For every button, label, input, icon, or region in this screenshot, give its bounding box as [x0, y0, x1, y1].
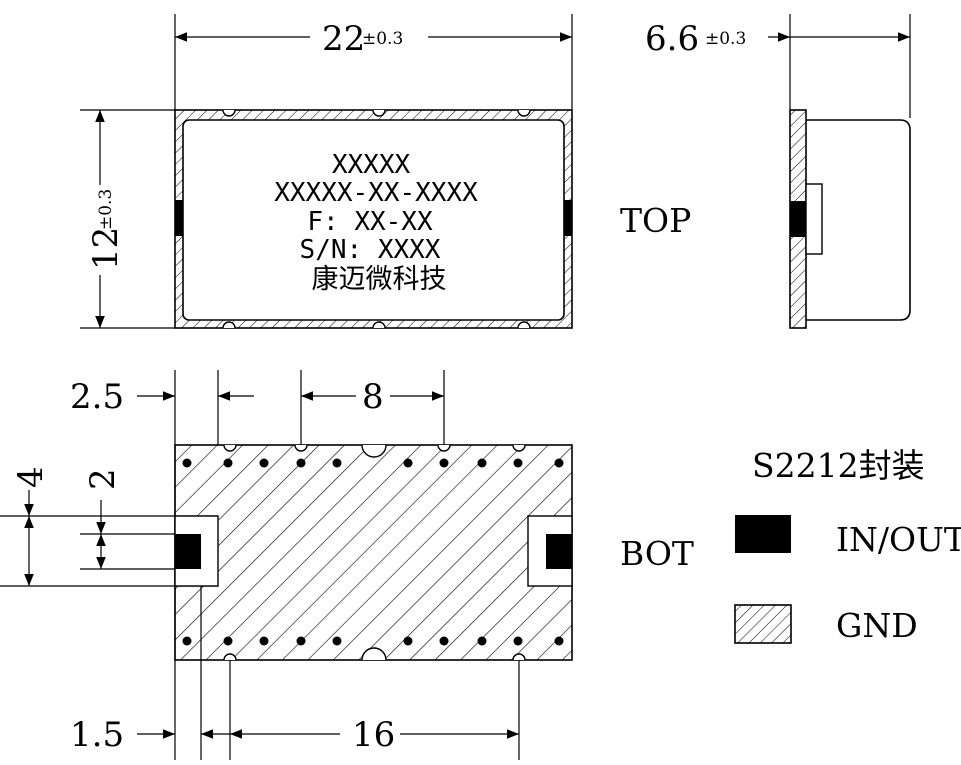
top-pad-left — [175, 200, 183, 236]
via-dot — [223, 636, 233, 646]
via-dot — [477, 458, 487, 468]
legend-label-inout: IN/OUT — [836, 520, 961, 559]
via-dot — [182, 458, 192, 468]
dim-via-pitch: 8 — [362, 377, 384, 417]
bottom-pad-right — [546, 534, 572, 569]
via-dot — [182, 636, 192, 646]
side-tab — [805, 183, 823, 255]
dim-pad: 2 — [83, 468, 123, 490]
side-thickness-dimension: 6.6 ±0.3 — [645, 19, 746, 59]
top-edge-notches — [222, 109, 531, 329]
top-view-label: TOP — [620, 201, 691, 240]
legend-swatch-gnd — [734, 604, 792, 644]
svg-text:XXXXX-XX-XXXX: XXXXX-XX-XXXX — [274, 178, 478, 208]
via-dot — [554, 458, 564, 468]
bottom-edge-notches — [223, 444, 526, 661]
via-dot — [513, 636, 523, 646]
dim-window: 4 — [11, 466, 51, 488]
legend: S2212封装 IN/OUT GND — [734, 446, 961, 645]
via-dot — [403, 636, 413, 646]
svg-text:XXXXX: XXXXX — [332, 150, 411, 180]
top-width-dimension: 22 ±0.3 — [322, 19, 403, 59]
svg-text:F: XX-XX: F: XX-XX — [307, 207, 433, 237]
dim-offset: 1.5 — [70, 715, 124, 755]
dim-edge-pad: 2.5 — [70, 377, 124, 417]
via-dot — [403, 458, 413, 468]
svg-text:S/N: XXXX: S/N: XXXX — [300, 235, 441, 265]
svg-text:±0.3: ±0.3 — [96, 189, 116, 230]
side-pad — [790, 201, 806, 237]
via-dot — [259, 636, 269, 646]
bottom-ground-plane — [174, 444, 573, 661]
side-view: 6.6 ±0.3 — [645, 14, 911, 329]
via-dot — [332, 458, 342, 468]
via-dot — [554, 636, 564, 646]
svg-text:6.6: 6.6 — [645, 19, 699, 59]
via-dot — [513, 458, 523, 468]
via-dot — [332, 636, 342, 646]
via-dot — [223, 458, 233, 468]
svg-text:22: 22 — [322, 19, 365, 59]
via-dot — [296, 636, 306, 646]
via-dot — [259, 458, 269, 468]
dim-span: 16 — [352, 715, 395, 755]
top-height-dimension: 12 ±0.3 — [86, 189, 126, 270]
svg-text:±0.3: ±0.3 — [705, 29, 746, 49]
top-marking: XXXXX XXXXX-XX-XXXX F: XX-XX S/N: XXXX 康… — [274, 150, 478, 295]
bottom-view-label: BOT — [620, 534, 694, 573]
bottom-vias — [182, 458, 564, 646]
via-dot — [439, 458, 449, 468]
via-dot — [296, 458, 306, 468]
legend-swatch-inout — [735, 515, 791, 553]
svg-text:±0.3: ±0.3 — [362, 29, 403, 49]
bottom-pad-left — [175, 534, 201, 569]
via-dot — [477, 636, 487, 646]
bottom-view: 2.5 8 4 2 1.5 16 — [0, 370, 694, 760]
svg-text:12: 12 — [86, 227, 126, 270]
side-lid — [806, 119, 911, 321]
top-pad-right — [564, 200, 572, 236]
package-name: S2212封装 — [752, 446, 925, 485]
legend-label-gnd: GND — [836, 606, 918, 645]
svg-text:康迈微科技: 康迈微科技 — [312, 264, 447, 295]
via-dot — [439, 636, 449, 646]
top-view: 22 ±0.3 12 ±0.3 XXXXX XXXXX-XX-XXXX — [80, 14, 691, 329]
